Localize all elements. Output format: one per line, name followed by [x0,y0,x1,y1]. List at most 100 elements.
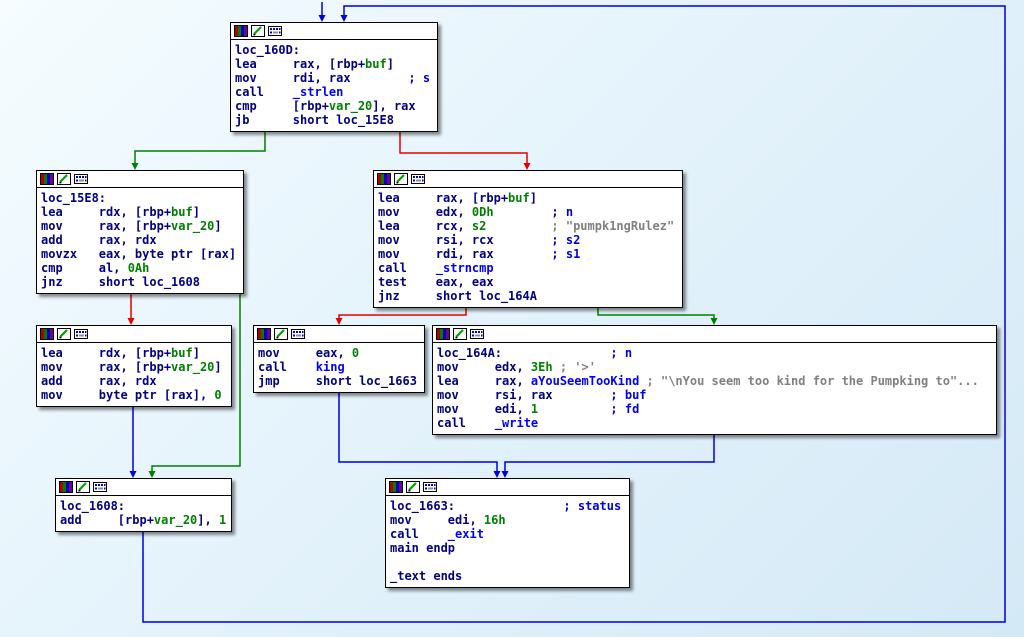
asm-line[interactable]: mov edi, 1 ; fd [437,402,640,416]
asm-line[interactable]: jmp short loc_1663 [258,374,417,388]
asm-line[interactable]: call _strncmp [378,261,494,275]
asm-line[interactable]: jnz short loc_164A [378,289,537,303]
node-code: loc_160D:lea rax, [rbp+buf]mov rdi, rax … [231,40,437,131]
asm-line[interactable]: cmp al, 0Ah [41,261,150,275]
node-colors-icon[interactable] [257,328,271,340]
asm-line[interactable]: loc_1608: [60,499,126,513]
asm-line[interactable]: call _strlen [235,85,344,99]
node-keyboard-icon[interactable] [74,173,88,185]
edge-loc_164A-to-1663 [504,435,715,473]
node-colors-icon[interactable] [436,328,450,340]
asm-line[interactable]: add rax, rdx [41,233,157,247]
node-titlebar[interactable] [374,171,682,188]
asm-line[interactable]: add [rbp+var_20], 1 [60,513,227,527]
node-edit-icon[interactable] [453,328,467,340]
node-keyboard-icon[interactable] [268,25,282,37]
node-code: loc_1608:add [rbp+var_20], 1 [56,496,231,531]
node-titlebar[interactable] [433,326,996,343]
node-titlebar[interactable] [386,479,629,496]
asm-line[interactable]: mov rdi, rax ; s1 [378,247,581,261]
node-titlebar[interactable] [231,23,437,40]
graph-node-loc_160D[interactable]: loc_160D:lea rax, [rbp+buf]mov rdi, rax … [230,22,438,132]
asm-line[interactable] [390,555,625,569]
asm-line[interactable]: call _exit [390,527,484,541]
edge-loc_15E8-taken-1608 [151,294,241,473]
edge-arrowhead-loc_15E8-fallthrough [127,318,135,325]
node-keyboard-icon[interactable] [93,481,107,493]
asm-line[interactable]: lea rdx, [rbp+buf] [41,205,200,219]
asm-line[interactable]: mov rax, [rbp+var_20] [41,360,222,374]
asm-line[interactable]: lea rdx, [rbp+buf] [41,346,200,360]
graph-node-loc_1608[interactable]: loc_1608:add [rbp+var_20], 1 [55,478,232,532]
asm-line[interactable]: main endp [390,541,456,555]
node-keyboard-icon[interactable] [423,481,437,493]
node-titlebar[interactable] [56,479,231,496]
asm-line[interactable]: loc_1663: ; status [390,499,622,513]
asm-line[interactable]: movzx eax, byte ptr [rax] [41,247,237,261]
asm-line[interactable]: mov eax, 0 [258,346,360,360]
node-edit-icon[interactable] [76,481,90,493]
asm-line[interactable]: loc_160D: [235,43,301,57]
asm-line[interactable]: lea rax, [rbp+buf] [235,57,394,71]
node-colors-icon[interactable] [377,173,391,185]
asm-line[interactable]: mov rdi, rax ; s [235,71,431,85]
edge-arrowhead-strncmp-taken-164A [710,318,718,325]
node-titlebar[interactable] [37,326,231,343]
asm-line[interactable]: mov rsi, rax ; buf [437,388,647,402]
asm-line[interactable]: test eax, eax [378,275,494,289]
node-edit-icon[interactable] [57,173,71,185]
node-edit-icon[interactable] [394,173,408,185]
node-colors-icon[interactable] [40,328,54,340]
edge-arrowhead-loc_160D-taken-15E8 [131,163,139,170]
asm-line[interactable]: jb short loc_15E8 [235,113,394,127]
node-titlebar[interactable] [37,171,243,188]
node-edit-icon[interactable] [406,481,420,493]
node-edit-icon[interactable] [251,25,265,37]
asm-line[interactable]: loc_164A: ; n [437,346,633,360]
asm-line[interactable]: mov edx, 3Eh ; '>' [437,360,596,374]
asm-line[interactable]: add rax, rdx [41,374,157,388]
node-keyboard-icon[interactable] [74,328,88,340]
asm-line[interactable]: mov rax, [rbp+var_20] [41,219,222,233]
node-colors-icon[interactable] [40,173,54,185]
edge-strncmp-taken-164A [597,308,715,320]
asm-line[interactable]: lea rcx, s2 ; "pumpk1ngRulez" [378,219,675,233]
node-keyboard-icon[interactable] [411,173,425,185]
edge-loc_160D-fallthrough [399,132,528,165]
asm-line[interactable]: mov edx, 0Dh ; n [378,205,574,219]
node-keyboard-icon[interactable] [291,328,305,340]
node-titlebar[interactable] [254,326,424,343]
asm-line[interactable]: lea rax, [rbp+buf] [378,191,537,205]
asm-line[interactable]: mov edi, 16h [390,513,506,527]
asm-line[interactable]: mov byte ptr [rax], 0 [41,388,222,402]
asm-line[interactable]: jnz short loc_1608 [41,275,200,289]
asm-line[interactable]: _text ends [390,569,463,583]
edge-arrowhead-loc_160D-fallthrough [523,163,531,170]
node-code: lea rdx, [rbp+buf]mov rax, [rbp+var_20]a… [37,343,231,406]
asm-line[interactable]: mov rsi, rcx ; s2 [378,233,581,247]
asm-line[interactable]: call _write [437,416,539,430]
edge-loc_160D-taken-15E8 [134,132,266,165]
asm-line[interactable]: loc_15E8: [41,191,107,205]
graph-node-truncate-block[interactable]: lea rdx, [rbp+buf]mov rax, [rbp+var_20]a… [36,325,232,407]
asm-line[interactable]: lea rax, aYouSeemTooKind ; "\nYou seem t… [437,374,979,388]
node-edit-icon[interactable] [274,328,288,340]
edge-king-jmp-1663 [338,393,498,473]
node-edit-icon[interactable] [57,328,71,340]
node-colors-icon[interactable] [389,481,403,493]
asm-line[interactable]: cmp [rbp+var_20], rax [235,99,416,113]
node-colors-icon[interactable] [234,25,248,37]
graph-node-loc_15E8[interactable]: loc_15E8:lea rdx, [rbp+buf]mov rax, [rbp… [36,170,244,294]
node-keyboard-icon[interactable] [470,328,484,340]
edge-arrowhead-king-jmp-1663 [493,471,501,478]
asm-line[interactable]: call king [258,360,345,374]
node-colors-icon[interactable] [59,481,73,493]
